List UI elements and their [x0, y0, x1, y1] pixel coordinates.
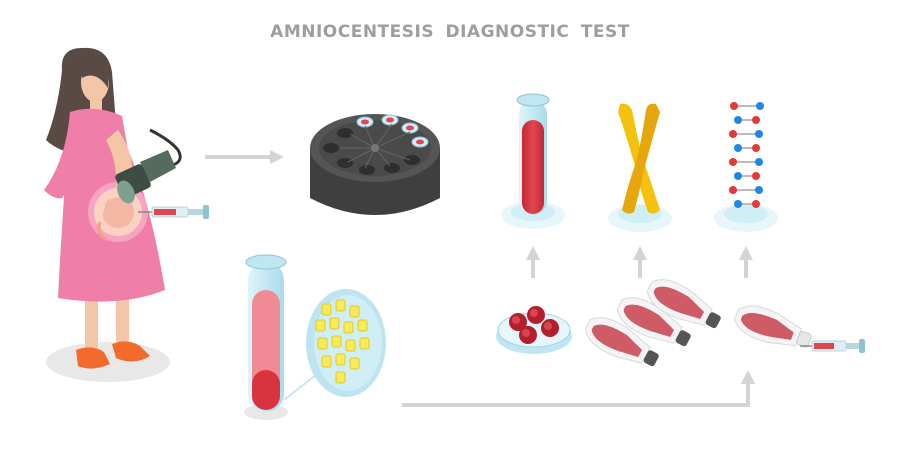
centrifuge-icon	[310, 114, 440, 215]
dna-helix-icon	[714, 102, 778, 232]
culture-flask-icon	[584, 317, 659, 367]
arrow-up-dna	[739, 246, 753, 278]
chromosome-icon	[608, 103, 672, 232]
arrow-woman-to-centrifuge	[205, 150, 284, 164]
diagram-title: AMNIOCENTESIS DIAGNOSTIC TEST	[270, 22, 630, 42]
sample-tube-icon	[244, 254, 288, 420]
syringe-icon	[138, 205, 209, 219]
ultrasound-probe-icon	[115, 128, 182, 204]
petri-dish-icon	[496, 306, 572, 354]
flow-arrows	[205, 150, 755, 407]
arrow-up-tube	[526, 246, 540, 278]
pregnant-woman-icon	[44, 47, 170, 382]
culture-flask-icon	[646, 279, 721, 329]
culture-flask-icon	[734, 305, 812, 348]
culture-flask-icon	[616, 297, 691, 347]
arrow-bottom-path	[402, 370, 755, 407]
culture-flask-group	[584, 279, 812, 367]
arrow-up-chromosome	[633, 246, 647, 278]
syringe-icon	[800, 339, 865, 353]
magnified-cells-icon	[283, 289, 386, 401]
test-tube-icon	[501, 93, 565, 229]
